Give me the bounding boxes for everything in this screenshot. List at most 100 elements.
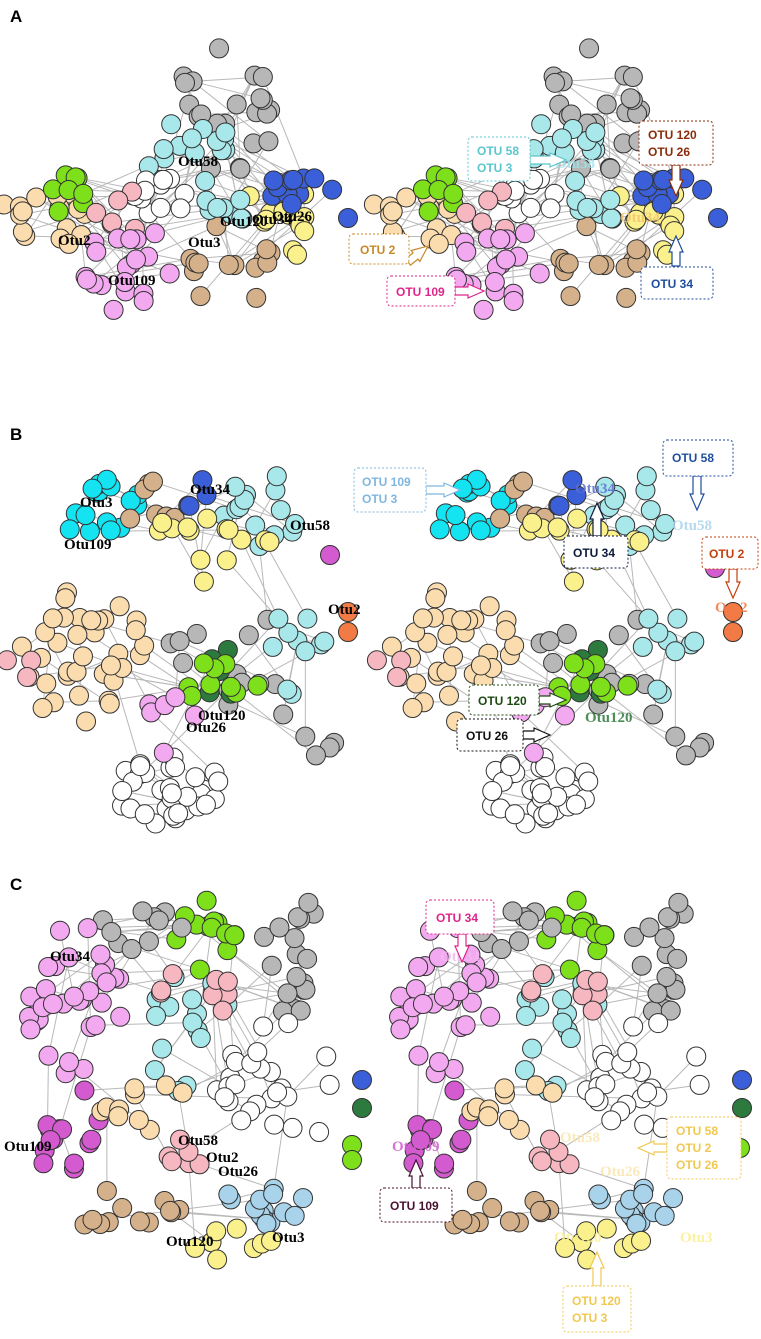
network-node (262, 636, 283, 657)
network-node (408, 1045, 429, 1066)
otu-label: Otu34 (50, 949, 91, 965)
network-node (532, 964, 553, 985)
network-node (151, 980, 172, 1001)
network-node (120, 508, 141, 529)
network-node (406, 673, 427, 694)
network-node (451, 610, 472, 631)
network-node (144, 223, 165, 244)
callout-text: OTU 58 (672, 451, 714, 465)
network-node (352, 1098, 372, 1118)
network-node (67, 624, 88, 645)
network-node (531, 783, 552, 804)
network-node (63, 986, 84, 1007)
network-node (531, 1151, 552, 1172)
network-node (77, 918, 98, 939)
network-node (514, 223, 535, 244)
network-node (466, 972, 487, 993)
otu-label: Otu34 (190, 482, 231, 498)
otu-label: Otu26 (218, 1164, 259, 1180)
network-edge (199, 1163, 274, 1190)
network-node (549, 495, 570, 516)
network-node (433, 986, 454, 1007)
callout-box (353, 467, 427, 513)
network-node (396, 187, 417, 208)
network-edge (520, 712, 585, 774)
callout-box (467, 136, 531, 182)
network-node (269, 917, 290, 938)
network-node (297, 948, 318, 969)
network-node (215, 122, 236, 143)
network-node (684, 631, 705, 652)
network-node (283, 169, 304, 190)
network-node (338, 622, 358, 642)
network-node (578, 771, 599, 792)
network-node (245, 515, 266, 536)
network-edge (258, 545, 268, 620)
callout-text: OTU 3 (362, 492, 398, 506)
network-node (121, 939, 142, 960)
network-node (26, 187, 47, 208)
network-node (192, 470, 213, 491)
network-node (316, 1046, 337, 1067)
network-node (444, 1080, 465, 1101)
network-node (502, 901, 523, 922)
network-node (12, 221, 33, 242)
network-node (218, 519, 239, 540)
network-node (220, 676, 241, 697)
network-node (263, 170, 284, 191)
network-node (499, 1211, 520, 1232)
network-node (188, 253, 209, 274)
network-node (206, 1221, 227, 1242)
otu-label: Otu34 (252, 212, 293, 228)
callout-box (386, 275, 456, 307)
network-node (247, 675, 268, 696)
network-node (284, 1205, 305, 1226)
network-edge (227, 949, 288, 994)
network-node (660, 1000, 681, 1021)
network-node (153, 169, 174, 190)
callout-text: OTU 120 (648, 128, 697, 142)
callout-arrow (454, 933, 470, 964)
network-node (264, 1114, 285, 1135)
network-node (81, 1129, 102, 1150)
network-node (33, 1153, 54, 1174)
callout-arrow (522, 727, 552, 743)
network-node (161, 783, 182, 804)
network-node (451, 1129, 472, 1150)
network-node (723, 602, 743, 622)
callout-arrow (404, 245, 430, 266)
network-node (541, 917, 562, 938)
network-node (184, 705, 205, 726)
ghost-label: Otu2 (715, 600, 748, 616)
callout-arrow (589, 1250, 605, 1287)
network-node (560, 286, 581, 307)
callout-arrows (404, 152, 741, 1287)
network-node (456, 241, 477, 262)
network-node (651, 194, 672, 215)
callout-box (638, 120, 714, 166)
network-node (256, 239, 277, 260)
network-node (305, 745, 326, 766)
callout-arrow (689, 475, 705, 512)
network-node (101, 921, 122, 942)
network-node (196, 890, 217, 911)
network-node (567, 508, 588, 529)
network-node (663, 1188, 684, 1209)
callout-text: OTU 2 (676, 1141, 712, 1155)
network-node (531, 114, 552, 135)
network-node (664, 221, 685, 242)
network-node (601, 208, 622, 229)
network-node (294, 221, 315, 242)
network-node (634, 1114, 655, 1135)
network-node (590, 676, 611, 697)
network-node (428, 233, 449, 254)
network-node (500, 756, 521, 777)
network-node (168, 803, 189, 824)
network-node (588, 1184, 609, 1205)
otu-label: Otu109 (108, 273, 156, 289)
network-node (209, 38, 230, 59)
ghost-label: Otu109 (392, 1139, 440, 1155)
network-node (212, 1000, 233, 1021)
network-node (514, 1060, 535, 1081)
otu-label: Otu120 (220, 214, 268, 230)
